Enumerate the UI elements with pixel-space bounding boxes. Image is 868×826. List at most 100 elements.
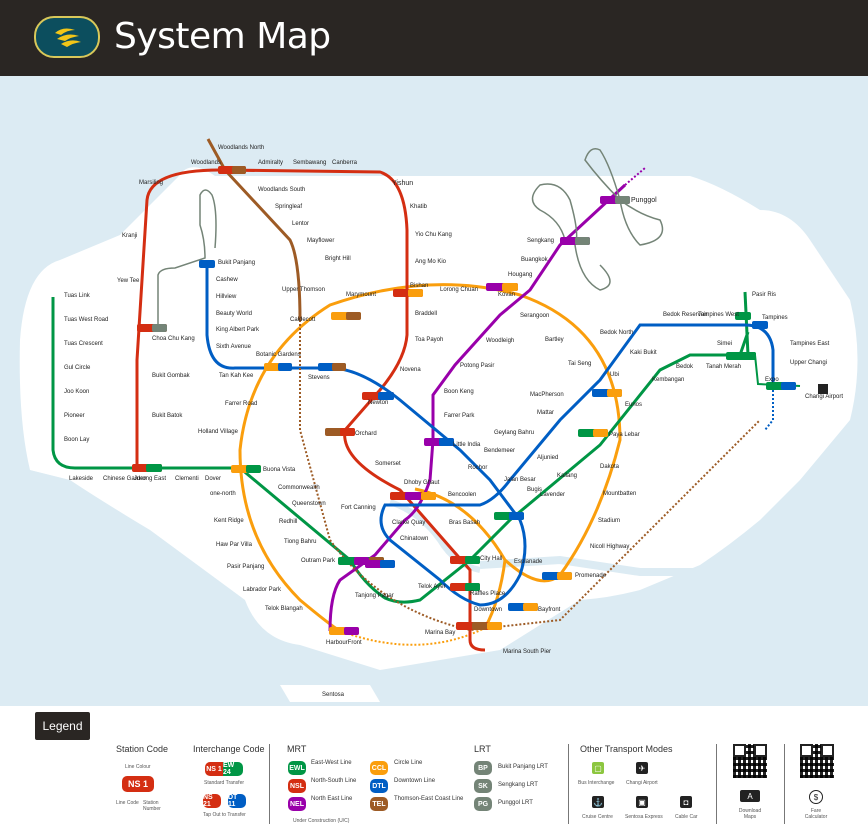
svg-text:Redhill: Redhill xyxy=(279,519,297,525)
svg-text:Bartley: Bartley xyxy=(545,337,564,343)
svg-text:Khatib: Khatib xyxy=(410,204,428,210)
svg-text:Braddell: Braddell xyxy=(415,311,437,317)
cable-car-icon: ◘ xyxy=(680,796,692,808)
svg-text:Esplanade: Esplanade xyxy=(514,559,543,565)
svg-text:Springleaf: Springleaf xyxy=(275,204,302,210)
svg-text:Tampines East: Tampines East xyxy=(790,341,830,347)
svg-text:Somerset: Somerset xyxy=(375,461,401,467)
svg-text:Punggol: Punggol xyxy=(631,197,657,204)
svg-text:Paya Lebar: Paya Lebar xyxy=(609,432,640,438)
ccl-line xyxy=(238,283,622,633)
svg-text:Tiong Bahru: Tiong Bahru xyxy=(284,539,316,545)
svg-text:Admiralty: Admiralty xyxy=(258,160,283,166)
svg-text:Nicoll Highway: Nicoll Highway xyxy=(590,544,629,550)
svg-text:Pasir Panjang: Pasir Panjang xyxy=(227,564,264,570)
svg-text:Telok Ayer: Telok Ayer xyxy=(418,584,446,590)
svg-text:Bishan: Bishan xyxy=(410,283,428,289)
svg-text:Marina South Pier: Marina South Pier xyxy=(503,649,551,655)
svg-text:Tuas West Road: Tuas West Road xyxy=(64,317,108,323)
svg-text:one-north: one-north xyxy=(210,491,236,497)
svg-text:Caldecott: Caldecott xyxy=(290,317,316,323)
fare-calculator-qr[interactable] xyxy=(800,744,834,778)
svg-text:Canberra: Canberra xyxy=(332,160,358,166)
svg-text:Raffles Place: Raffles Place xyxy=(470,591,506,597)
map-canvas[interactable]: Woodlands North Woodlands Admiralty Semb… xyxy=(0,76,868,706)
legend-button[interactable]: Legend xyxy=(35,712,90,740)
svg-text:Promenade: Promenade xyxy=(575,573,607,579)
svg-text:Woodlands: Woodlands xyxy=(191,160,221,166)
station-labels: Woodlands North Woodlands Admiralty Semb… xyxy=(64,145,843,698)
svg-text:Hougang: Hougang xyxy=(508,272,532,278)
svg-text:Commonwealth: Commonwealth xyxy=(278,485,320,491)
svg-text:Novena: Novena xyxy=(400,367,421,373)
svg-text:Farrer Park: Farrer Park xyxy=(444,413,475,419)
svg-text:Chinese Garden: Chinese Garden xyxy=(103,476,147,482)
svg-text:Boon Keng: Boon Keng xyxy=(444,389,474,395)
system-map[interactable]: Woodlands North Woodlands Admiralty Semb… xyxy=(0,76,868,706)
download-maps-qr[interactable] xyxy=(733,744,767,778)
svg-text:Fort Canning: Fort Canning xyxy=(341,505,376,511)
svg-text:Bedok North: Bedok North xyxy=(600,330,633,336)
interchange-code-title: Interchange Code xyxy=(193,744,265,754)
svg-text:Botanic Gardens: Botanic Gardens xyxy=(256,352,301,358)
sk-lrt xyxy=(531,183,611,291)
sentosa-express-icon: ▣ xyxy=(636,796,648,808)
svg-text:Holland Village: Holland Village xyxy=(198,429,239,435)
svg-text:Rochor: Rochor xyxy=(468,465,487,471)
svg-text:Eunos: Eunos xyxy=(625,402,642,408)
svg-text:Changi Airport: Changi Airport xyxy=(805,394,843,400)
svg-text:Sixth Avenue: Sixth Avenue xyxy=(216,344,252,350)
bus-interchange-icon: ▢ xyxy=(592,762,604,774)
svg-text:Aljunied: Aljunied xyxy=(537,455,558,461)
svg-text:Geylang Bahru: Geylang Bahru xyxy=(494,430,534,436)
svg-text:Dhoby Ghaut: Dhoby Ghaut xyxy=(404,480,440,486)
svg-text:Potong Pasir: Potong Pasir xyxy=(460,363,494,369)
svg-text:Kranji: Kranji xyxy=(122,233,137,239)
svg-text:Kent Ridge: Kent Ridge xyxy=(214,518,244,524)
svg-text:Joo Koon: Joo Koon xyxy=(64,389,89,395)
land-mass xyxy=(19,167,858,671)
svg-text:Sembawang: Sembawang xyxy=(293,160,326,166)
svg-text:Tampines: Tampines xyxy=(762,315,788,321)
svg-text:Kallang: Kallang xyxy=(557,473,577,479)
svg-text:Bukit Batok: Bukit Batok xyxy=(152,413,183,419)
svg-text:Upper Changi: Upper Changi xyxy=(790,360,827,366)
svg-text:Lakeside: Lakeside xyxy=(69,476,94,482)
svg-text:King Albert Park: King Albert Park xyxy=(216,327,260,333)
svg-text:Bayfront: Bayfront xyxy=(538,607,561,613)
svg-text:Boon Lay: Boon Lay xyxy=(64,437,89,443)
svg-text:Tanah Merah: Tanah Merah xyxy=(706,364,741,370)
svg-text:Labrador Park: Labrador Park xyxy=(243,587,282,593)
svg-text:Farrer Road: Farrer Road xyxy=(225,401,257,407)
svg-text:Little India: Little India xyxy=(453,442,481,448)
svg-text:Yishun: Yishun xyxy=(392,180,413,187)
svg-text:Newton: Newton xyxy=(368,400,388,406)
svg-text:Chinatown: Chinatown xyxy=(400,536,428,542)
svg-text:Bugis: Bugis xyxy=(527,487,542,493)
cruise-icon: ⚓ xyxy=(592,796,604,808)
svg-text:Tuas Crescent: Tuas Crescent xyxy=(64,341,103,347)
svg-text:Bedok Reservoir: Bedok Reservoir xyxy=(663,312,707,318)
svg-text:Toa Payoh: Toa Payoh xyxy=(415,337,443,343)
svg-text:Jurong East: Jurong East xyxy=(134,476,166,482)
svg-text:Lorong Chuan: Lorong Chuan xyxy=(440,287,478,293)
svg-text:Tai Seng: Tai Seng xyxy=(568,361,591,367)
svg-text:Choa Chu Kang: Choa Chu Kang xyxy=(152,336,195,342)
svg-text:Kembangan: Kembangan xyxy=(652,377,684,383)
dtl-line xyxy=(205,260,775,607)
svg-text:Pioneer: Pioneer xyxy=(64,413,85,419)
app-header: System Map xyxy=(0,0,868,76)
svg-text:Dover: Dover xyxy=(205,476,221,482)
svg-text:Hillview: Hillview xyxy=(216,294,237,300)
svg-text:Bukit Gombak: Bukit Gombak xyxy=(152,373,191,379)
svg-text:Mountbatten: Mountbatten xyxy=(603,491,636,497)
station-code-title: Station Code xyxy=(116,744,169,754)
svg-text:Bendemeer: Bendemeer xyxy=(484,448,515,454)
svg-text:Tuas Link: Tuas Link xyxy=(64,293,91,299)
svg-text:Clementi: Clementi xyxy=(175,476,199,482)
svg-text:Cashew: Cashew xyxy=(216,277,238,283)
page-title: System Map xyxy=(114,16,331,57)
svg-text:Beauty World: Beauty World xyxy=(216,311,252,317)
svg-text:Kovan: Kovan xyxy=(498,292,515,298)
logo-icon xyxy=(34,16,100,58)
